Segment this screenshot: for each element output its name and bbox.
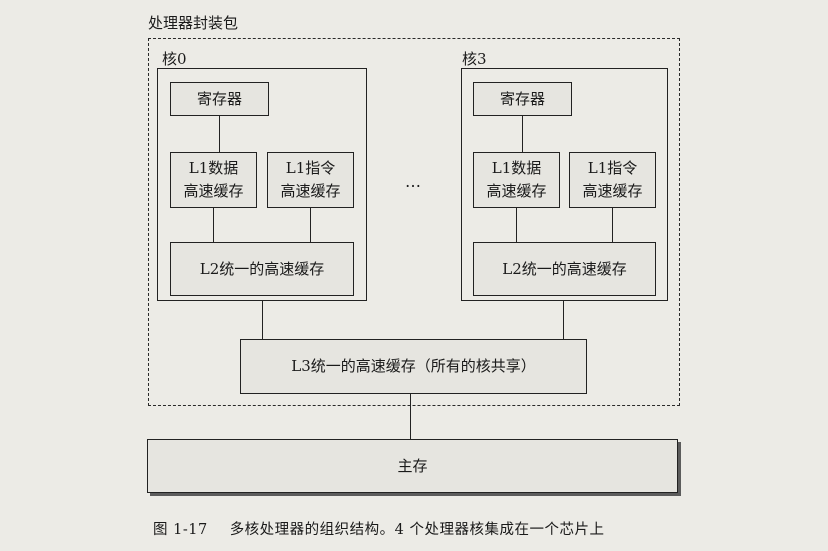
core-3-l2-cache: L2统一的高速缓存 [473,242,656,296]
core-3-register-box: 寄存器 [473,82,572,116]
core-3 [461,68,668,301]
core-3-l2-label: L2统一的高速缓存 [502,259,627,278]
core-3-l1-data-line1: L1数据 [491,159,542,177]
core-3-l1-data-link [516,208,518,242]
core-3-register-label: 寄存器 [499,89,545,108]
figure-number: 图 1-17 [153,522,208,538]
core-0-l2-label: L2统一的高速缓存 [199,259,325,278]
core-3-l1-inst-cache: L1指令 高速缓存 [569,152,656,208]
core-0-to-l3-link [262,301,264,339]
core-3-to-l3-link [563,301,565,339]
core-0-l1-inst-line1: L1指令 [285,159,336,177]
core-3-l1-data-cache: L1数据 高速缓存 [473,152,560,208]
core-0-l1-inst-link [310,208,312,242]
core-0-register-label: 寄存器 [196,89,242,108]
core-0-l1-data-line1: L1数据 [188,159,239,177]
core-3-label: 核3 [462,50,487,68]
core-3-l1-inst-line1: L1指令 [587,159,638,177]
core-3-l1-data-line2: 高速缓存 [486,182,547,200]
l3-shared-cache: L3统一的高速缓存（所有的核共享） [240,339,587,394]
core-3-register-link [522,116,524,152]
l3-to-memory-link [410,394,412,439]
main-memory: 主存 [147,439,678,493]
package-label: 处理器封装包 [148,14,239,32]
core-0-register-box: 寄存器 [170,82,269,116]
core-0-l1-data-line2: 高速缓存 [183,182,244,200]
figure-caption: 图 1-17 多核处理器的组织结构。4 个处理器核集成在一个芯片上 [153,518,605,539]
main-memory-label: 主存 [397,456,428,475]
core-0-l1-data-link [213,208,215,242]
core-0-label: 核0 [162,50,187,68]
core-0-l1-data-cache: L1数据 高速缓存 [170,152,257,208]
core-0 [157,68,367,301]
core-0-l2-cache: L2统一的高速缓存 [170,242,354,296]
more-cores-ellipsis: … [405,172,421,191]
figure-caption-text: 多核处理器的组织结构。4 个处理器核集成在一个芯片上 [229,522,605,538]
core-3-l1-inst-link [612,208,614,242]
core-0-register-link [219,116,221,152]
l3-label: L3统一的高速缓存（所有的核共享） [291,357,536,375]
processor-package [148,38,680,406]
core-0-l1-inst-cache: L1指令 高速缓存 [267,152,354,208]
core-3-l1-inst-line2: 高速缓存 [582,182,643,200]
core-0-l1-inst-line2: 高速缓存 [280,182,341,200]
